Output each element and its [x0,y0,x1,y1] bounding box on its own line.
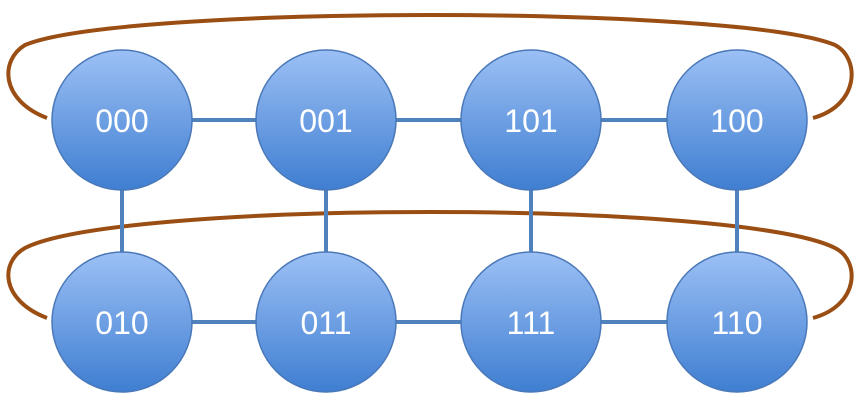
node-111: 111 [460,251,602,393]
node-label-101: 101 [504,103,557,139]
node-label-110: 110 [711,305,762,341]
node-110: 110 [666,251,808,393]
node-label-100: 100 [710,103,763,139]
wrap-edge-top [6,13,854,120]
node-010: 010 [51,251,193,393]
node-label-000: 000 [95,103,148,139]
node-label-011: 011 [300,305,351,341]
node-label-111: 111 [507,305,556,341]
node-001: 001 [255,49,397,191]
node-011: 011 [255,251,397,393]
node-100: 100 [666,49,808,191]
node-101: 101 [460,49,602,191]
node-label-001: 001 [299,103,352,139]
node-000: 000 [51,49,193,191]
wrap-edge-bottom [6,210,854,320]
node-label-010: 010 [95,305,148,341]
